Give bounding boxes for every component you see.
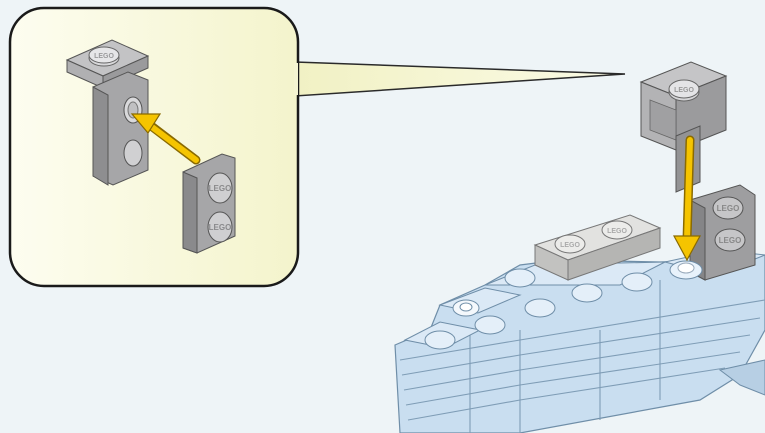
svg-text:LEGO: LEGO: [209, 184, 232, 193]
svg-text:LEGO: LEGO: [94, 53, 114, 60]
svg-text:LEGO: LEGO: [209, 223, 232, 232]
callout-panel: [10, 8, 298, 286]
svg-text:LEGO: LEGO: [674, 87, 694, 94]
svg-text:LEGO: LEGO: [560, 242, 580, 249]
target-stud: [670, 261, 702, 279]
svg-text:LEGO: LEGO: [607, 228, 627, 235]
callout-pointer: [295, 62, 625, 96]
svg-text:LEGO: LEGO: [717, 204, 740, 213]
callout-plate-brick: LEGO LEGO: [183, 154, 235, 253]
floating-bracket-brick: LEGO: [641, 62, 726, 192]
svg-text:LEGO: LEGO: [719, 236, 742, 245]
